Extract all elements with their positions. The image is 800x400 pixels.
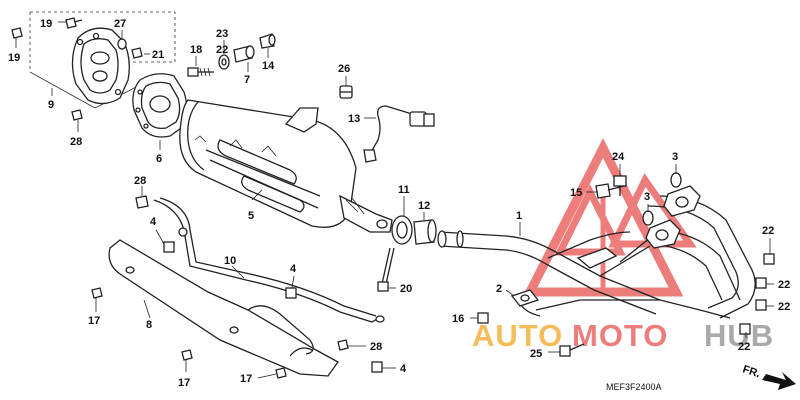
callout-5: 5 [248, 210, 254, 222]
callout-18: 18 [190, 44, 202, 56]
callout-10: 10 [224, 255, 236, 267]
bolt-28-bottom [337, 339, 349, 351]
callout-22-b: 22 [778, 279, 790, 291]
washer-23 [218, 54, 230, 70]
watermark-text-moto: MOTO [572, 318, 668, 353]
callout-20: 20 [400, 283, 412, 295]
callout-21: 21 [152, 49, 164, 61]
nut-4-b [285, 287, 297, 299]
callout-19-top: 19 [40, 18, 52, 30]
muffler-stay-10 [153, 197, 385, 323]
callout-4-b: 4 [290, 263, 297, 275]
diagram-code: MEF3F2400A [606, 382, 662, 392]
bolt-18 [187, 67, 214, 77]
callout-22-top: 22 [216, 44, 228, 56]
heat-shield-cover [108, 239, 339, 377]
gasket-3-a [670, 172, 682, 188]
screw-17-a [91, 287, 103, 299]
nut-22-c [755, 299, 767, 311]
callout-25: 25 [530, 348, 542, 360]
callout-4-a: 4 [150, 216, 157, 228]
bolt-19-left [11, 27, 23, 39]
callout-labels: 19 27 19 21 9 28 6 18 23 22 7 14 26 13 2… [8, 18, 790, 389]
callout-26: 26 [338, 63, 350, 75]
callout-13: 13 [348, 113, 360, 125]
bushing-14 [259, 33, 276, 49]
nut-4-a [163, 241, 175, 253]
bolt-25 [559, 343, 585, 357]
callout-23: 23 [216, 28, 228, 40]
front-direction-arrow-icon [762, 372, 796, 390]
callout-9: 9 [48, 99, 54, 111]
callout-17-c: 17 [240, 373, 252, 385]
callout-3-b: 3 [644, 191, 650, 203]
callout-3-a: 3 [672, 151, 678, 163]
oxygen-sensor [363, 105, 435, 163]
joint-gasket-11 [391, 215, 413, 245]
screw-17-b [181, 349, 193, 361]
exhaust-pipe-assembly [437, 185, 756, 319]
end-cap-housing [132, 73, 188, 138]
nut-22-d [739, 323, 751, 335]
callout-6: 6 [156, 153, 162, 165]
bolt-21 [131, 47, 143, 59]
callout-28-mid: 28 [134, 175, 146, 187]
leader-lines [15, 21, 774, 379]
callout-8: 8 [146, 319, 152, 331]
bolt-28-mid [135, 195, 149, 209]
screw-17-c [275, 367, 287, 379]
callout-4-c: 4 [400, 363, 407, 375]
gasket-3-b [642, 210, 654, 226]
stud-bolt-15 [595, 183, 625, 199]
callout-1: 1 [516, 210, 522, 222]
collar-7 [233, 45, 255, 63]
front-direction-indicator: FR. [741, 363, 796, 390]
nut-22-b [755, 277, 767, 289]
callout-7: 7 [244, 74, 250, 86]
callout-28-top: 28 [70, 136, 82, 148]
callout-11: 11 [398, 184, 410, 196]
callout-16: 16 [452, 313, 464, 325]
callout-24: 24 [612, 151, 625, 163]
bolt-20 [377, 247, 395, 292]
callout-17-b: 17 [178, 377, 190, 389]
nut-4-c [371, 361, 383, 373]
callout-14: 14 [262, 60, 275, 72]
callout-2: 2 [496, 283, 502, 295]
callout-27: 27 [114, 18, 126, 30]
cap-nut-26 [339, 85, 353, 99]
callout-15: 15 [570, 187, 582, 199]
callout-12: 12 [418, 200, 430, 212]
muffler [179, 99, 393, 233]
watermark-text-hub: HUB [704, 318, 774, 353]
callout-22-a: 22 [762, 225, 774, 237]
callout-22-d: 22 [738, 341, 750, 353]
end-cap-plate [71, 27, 130, 105]
callout-22-c: 22 [778, 301, 790, 313]
callout-28-bottom: 28 [370, 341, 382, 353]
nut-22-a [763, 253, 775, 265]
front-direction-label: FR. [741, 363, 762, 380]
watermark-text-auto: AUTO [472, 318, 563, 353]
nut-16 [477, 312, 489, 324]
bolt-28-top [71, 109, 83, 121]
flange-gasket-2 [510, 289, 540, 307]
bolt-19-top [65, 17, 83, 29]
sealing-ring-12 [413, 219, 437, 245]
callout-17-a: 17 [88, 315, 100, 327]
washer-27 [117, 38, 127, 50]
callout-19-left: 19 [8, 52, 20, 64]
watermark: AUTO MOTO HUB [472, 138, 774, 353]
